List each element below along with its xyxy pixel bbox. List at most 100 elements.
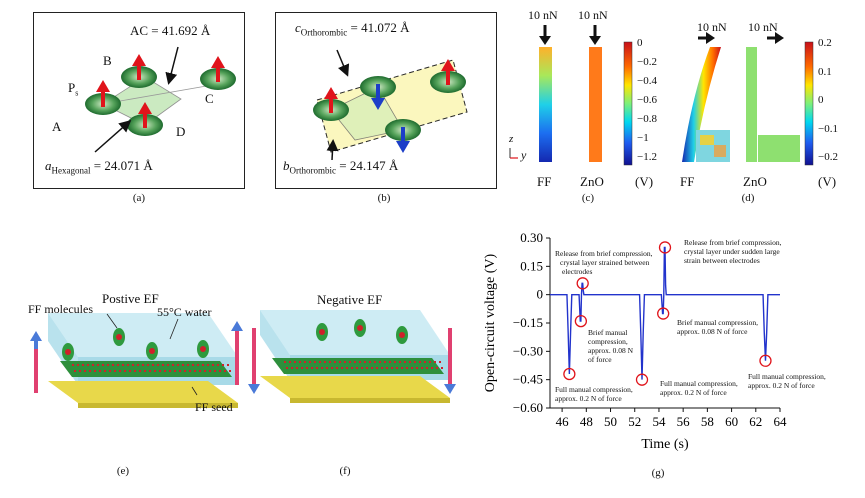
chart-annotation: approx. 0.2 N of force [748, 381, 815, 390]
panel-c-colorbar-tick: −0.2 [637, 56, 657, 68]
panel-c-colorbar-tick: −0.6 [637, 94, 657, 106]
y-tick-label: −0.15 [513, 315, 543, 330]
chart-annotation: Full manual compression, [555, 385, 633, 394]
panel-e-scene [30, 313, 243, 408]
x-tick-label: 52 [628, 414, 641, 429]
chart-annotation: Full manual compression, [660, 379, 738, 388]
voltage-series-line [550, 246, 780, 380]
chart-annotation: approx. 0.2 N of force [660, 388, 727, 397]
x-tick-label: 62 [749, 414, 762, 429]
point-C-label: C [205, 91, 214, 106]
panel-c-name-ff: FF [537, 174, 552, 189]
y-tick-label: 0.30 [520, 230, 543, 245]
chart-annotation: Brief manual compression, [677, 318, 759, 327]
event-marker-circle [657, 307, 670, 320]
panel-c-name-zno: ZnO [580, 174, 604, 189]
b-orthorombic-value: = 24.147 Å [339, 158, 399, 173]
panel-c-colorbar-tick: −1.2 [637, 151, 657, 163]
x-tick-label: 48 [580, 414, 593, 429]
axis-z-label: z [509, 133, 514, 145]
chart-annotation: Release from brief compression, [555, 249, 653, 258]
chart-annotation: Brief manual [588, 328, 628, 337]
panel-e-label: (e) [116, 465, 130, 477]
panel-d-name-ff: FF [680, 174, 695, 189]
panel-f-label: (f) [339, 465, 351, 477]
x-tick-label: 58 [701, 414, 714, 429]
panel-c-unit: (V) [635, 174, 654, 189]
c-orthorombic-value: = 41.072 Å [350, 20, 410, 35]
panel-c-label: (c) [581, 192, 595, 204]
c-orthorombic-subscript: Orthorombic [300, 27, 348, 38]
point-A-label: A [52, 119, 62, 134]
panel-c-colorbar-tick: 0 [637, 37, 643, 49]
positive-ef-title: Postive EF [102, 291, 159, 306]
panel-d-colorbar-tick: 0.2 [818, 37, 832, 49]
x-tick-label: 64 [774, 414, 788, 429]
x-tick-label: 56 [677, 414, 691, 429]
voltage-time-chart: 0.30 0.15 0 −0.15 −0.30 −0.45 −0.60 46 48 50 52 54 5… [483, 230, 788, 452]
chart-annotation: approx. 0.08 N [588, 346, 633, 355]
panel-d-label: (d) [741, 192, 755, 204]
x-tick-label: 54 [652, 414, 666, 429]
panel-c-colorbar-tick: −1 [637, 132, 649, 144]
panel-d-force-ff: 10 nN [697, 20, 727, 34]
panel-c-colorbar-tick: −0.4 [637, 75, 657, 87]
panel-b-diagram [313, 49, 468, 161]
event-marker-circle [658, 241, 672, 254]
panel-d-force-zno: 10 nN [748, 20, 778, 34]
panel-c-force-zno: 10 nN [578, 8, 608, 22]
panel-c-colormap [509, 25, 633, 166]
water-label: 55°C water [157, 305, 212, 319]
y-tick-label: 0.15 [520, 258, 543, 273]
disk-A [85, 80, 121, 115]
chart-annotation: strain between electrodes [684, 256, 760, 265]
disk-D [127, 102, 163, 136]
x-tick-label: 50 [604, 414, 617, 429]
y-tick-label: 0 [537, 287, 544, 302]
panel-c-force-ff: 10 nN [528, 8, 558, 22]
x-axis-label: Time (s) [641, 437, 689, 452]
x-tick-label: 46 [556, 414, 570, 429]
ff-molecules-label: FF molecules [28, 302, 93, 316]
panel-d-name-zno: ZnO [743, 174, 767, 189]
event-marker-circle [576, 277, 589, 290]
panel-d-colorbar-tick: −0.1 [818, 122, 838, 135]
disk-C [200, 56, 236, 90]
panel-d-colorbar-tick: 0 [818, 94, 824, 106]
y-tick-label: −0.30 [513, 343, 543, 358]
panel-a-label: (a) [132, 192, 146, 204]
a-hexagonal-value: = 24.071 Å [93, 158, 153, 173]
panel-c-colorbar-tick: −0.8 [637, 113, 657, 125]
y-tick-label: −0.60 [513, 400, 543, 415]
point-D-label: D [176, 124, 186, 139]
y-axis-label: Open-circuit voltage (V) [483, 253, 498, 392]
b-orthorombic-subscript: Orthorombic [289, 165, 337, 176]
a-hexagonal-symbol: a [45, 158, 52, 173]
chart-annotation: crystal layer strained between [560, 258, 650, 267]
event-marker-circle [574, 314, 588, 328]
chart-annotation: approx. 0.2 N of force [555, 394, 622, 403]
ff-seed-label: FF seed [195, 400, 233, 414]
panel-a-diagram [85, 46, 236, 153]
panel-g-label: (g) [651, 467, 665, 479]
disk-B [121, 54, 157, 88]
chart-annotation: Release from brief compression, [684, 238, 782, 247]
ps-subscript: s [75, 88, 79, 98]
c-orthorombic-symbol: c [295, 20, 301, 35]
axis-y-label: y [521, 148, 527, 162]
ac-length-label: AC = 41.692 Å [130, 23, 211, 38]
panel-f-scene [248, 310, 456, 403]
x-tick-label: 60 [725, 414, 738, 429]
chart-annotation: approx. 0.08 N of force [677, 327, 748, 336]
chart-annotation: Full manual compression, [748, 372, 826, 381]
panel-d-colorbar-tick: −0.2 [818, 151, 838, 163]
ps-label: P [68, 80, 76, 95]
point-B-label: B [103, 53, 112, 68]
event-marker-circle [563, 367, 576, 381]
chart-annotation: of force [588, 355, 612, 364]
chart-annotation: compression, [588, 337, 628, 346]
y-tick-label: −0.45 [513, 372, 543, 387]
b-orthorombic-symbol: b [283, 158, 290, 173]
event-marker-circle [759, 354, 772, 367]
panel-d-colorbar-tick: 0.1 [818, 65, 832, 78]
